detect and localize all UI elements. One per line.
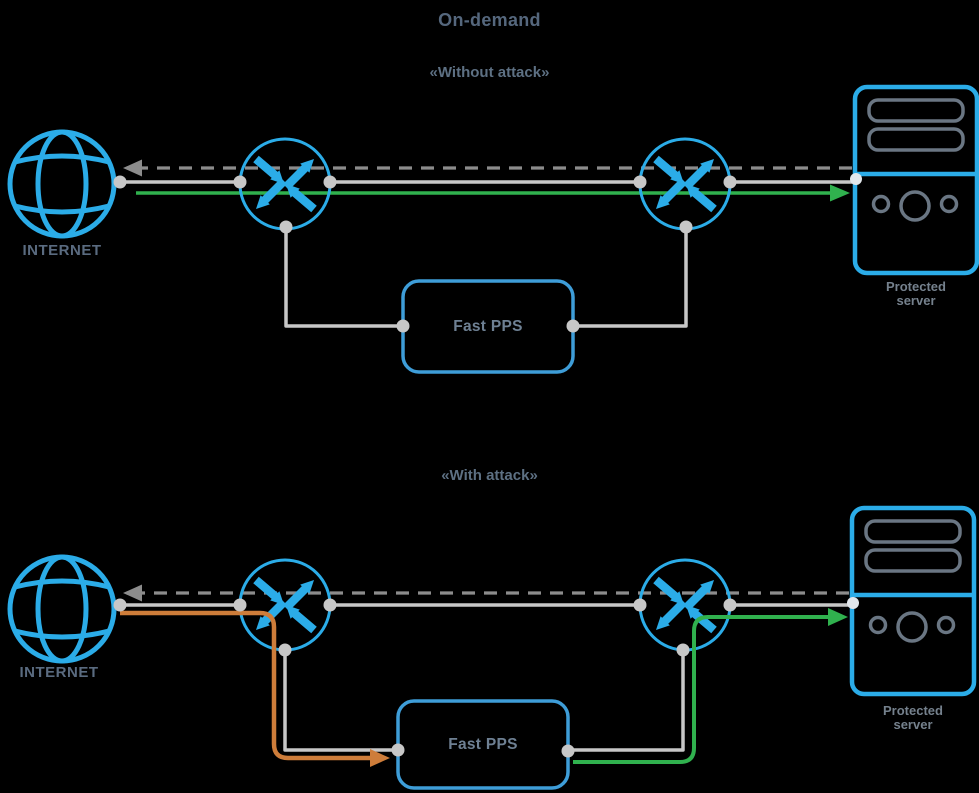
page-title: On-demand xyxy=(438,10,541,30)
fast-pps-label: Fast PPS xyxy=(403,281,573,372)
protected-server-label: Protected server xyxy=(853,704,973,732)
junction-dots xyxy=(113,173,862,333)
scenario-with-attack xyxy=(10,508,974,790)
protected-server-label: Protected server xyxy=(856,280,976,308)
fast-pps-label-text: Fast PPS xyxy=(448,735,518,753)
clean-traffic-arrowhead-green xyxy=(830,184,850,202)
clean-traffic-arrowhead-green xyxy=(828,608,848,626)
protected-server-label-line1: Protected xyxy=(886,279,946,294)
scenario2-subtitle: «With attack» xyxy=(441,467,538,484)
internet-globe-icon xyxy=(10,557,114,661)
protected-server-label-line1: Protected xyxy=(883,703,943,718)
border-router-icon xyxy=(640,139,730,229)
router1-to-fastpps-link xyxy=(283,650,397,752)
attack-traffic-arrowhead-orange xyxy=(370,749,390,767)
scenario-without-attack xyxy=(10,87,977,374)
protected-server-label-line2: server xyxy=(893,717,933,732)
dashed-outbound-arrowhead xyxy=(123,584,142,602)
router1-to-fastpps-link xyxy=(284,227,402,328)
fast-pps-label-text: Fast PPS xyxy=(453,317,523,335)
traffic-line-gray xyxy=(120,180,856,328)
fast-pps-label: Fast PPS xyxy=(398,701,568,788)
internet-globe-icon xyxy=(10,132,114,236)
router2-to-fastpps-link xyxy=(568,650,685,752)
internet-label: INTERNET xyxy=(22,242,102,259)
junction-dots xyxy=(113,597,859,758)
attack-traffic-line-orange xyxy=(120,610,371,761)
protected-server-label-line2: server xyxy=(896,293,936,308)
border-router-icon xyxy=(640,560,730,650)
protected-server-icon xyxy=(852,508,974,694)
protected-server-icon xyxy=(855,87,977,273)
clean-traffic-line-green xyxy=(573,615,830,764)
dashed-outbound-arrowhead xyxy=(123,159,142,177)
edge-router-icon xyxy=(240,560,330,650)
edge-router-icon xyxy=(240,139,330,229)
traffic-line-gray xyxy=(120,603,853,752)
router2-to-fastpps-link xyxy=(572,227,688,328)
scenario1-subtitle: «Without attack» xyxy=(429,64,550,81)
internet-label: INTERNET xyxy=(19,664,99,681)
